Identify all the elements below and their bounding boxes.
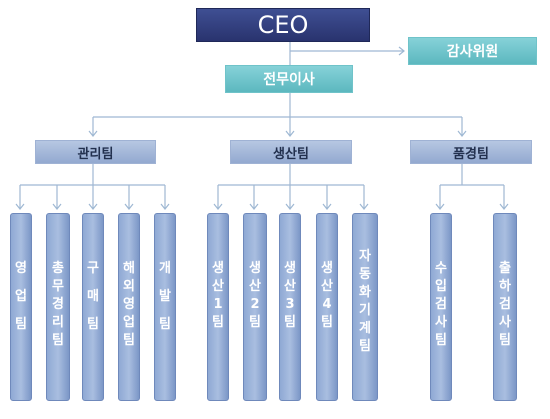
auditor-box: 감사위원	[408, 37, 537, 65]
dept-production: 생산팀	[230, 140, 352, 164]
director-label: 전무이사	[263, 72, 315, 88]
dept-label: 관리팀	[77, 146, 114, 162]
dept-label: 품경팀	[453, 146, 489, 162]
auditor-label: 감사위원	[446, 44, 499, 60]
dept-quality: 품경팀	[410, 140, 532, 164]
ceo-box: CEO	[196, 8, 370, 42]
dept-management: 관리팀	[35, 140, 156, 164]
director-box: 전무이사	[225, 65, 353, 93]
dept-label: 생산팀	[273, 146, 309, 162]
ceo-label: CEO	[257, 11, 309, 39]
